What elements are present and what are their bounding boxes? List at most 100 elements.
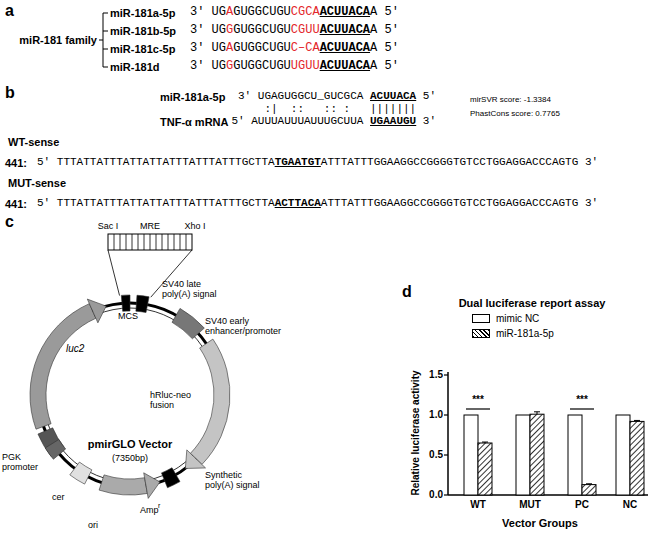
sequence: 3' [190,24,204,38]
ampr-gene [99,475,147,495]
sequence: TGAATGT [275,156,321,169]
mre-stripe [126,234,127,250]
sequence: ACUUACA [320,60,370,74]
bar-mir181a [478,443,492,495]
mre-stripe [180,234,181,250]
tick-label: 1.5 [429,369,443,381]
sequence: ACUUACA [320,24,370,38]
axis-tick [444,454,448,455]
axis-title: Relative luciferase activity [410,370,422,495]
sequence: G [226,60,233,74]
sequence: CGCA [291,6,320,20]
sequence: ACUUACA [320,42,370,56]
superscript: r [158,502,160,510]
sequence: 3' [190,42,204,56]
tick-label: 0.0 [429,489,443,501]
sequence: 3' [585,197,598,210]
axis-title: Vector Groups [502,517,578,530]
mre-stripe [186,234,187,250]
gene-label: luc2 [66,343,84,355]
luc2-gene [30,304,96,430]
panel-letter: a [5,2,14,20]
feature-label: Synthetic poly(A) signal [205,470,273,491]
mre-stripe [144,234,145,250]
y-axis [447,372,449,495]
error-bar [482,442,488,444]
sequence: 3' [585,156,598,169]
sequence: UGAGUGGCU_GUCGCA [258,90,364,103]
score-note: PhastCons score: 0.7765 [470,109,560,118]
sequence: 5' [423,90,436,103]
sequence: UGUU [291,60,320,74]
sequence: TTTATTATTTATTATTATTTATTTATTTGCTTA [57,197,275,210]
score-note: mirSVR score: -1.3384 [470,95,551,104]
bar-mir181a [530,414,544,495]
sequence: GUGGCUGU [233,24,291,38]
sequence: ACUUACA [370,90,416,103]
bar-mir181a [630,421,644,495]
mre-insert [108,234,192,250]
sequence: UG [212,60,226,74]
sequence: UG [212,42,226,56]
feature-label: PGK promoter [2,452,47,473]
sequence: ACTTACA [275,197,321,210]
sequence: 3' [190,6,204,20]
sequence: A [370,24,377,38]
mirna-name: miR-181a-5p [160,91,225,104]
sequence: 3' [190,60,204,74]
mre-stripe [132,234,133,250]
bar-mimic-nc [516,415,530,495]
vector-name: pmirGLO Vector [88,438,172,451]
significance-line [466,408,490,409]
mre-stripe [156,234,157,250]
axis-tick [444,494,448,495]
mre-stripe [138,234,139,250]
sequence: GUGGCUGU [233,6,291,20]
position-number: 441: [5,198,27,211]
hrluc-gene [190,339,230,464]
sequence: A [370,60,377,74]
mirna-name: miR-181c-5p [110,43,175,56]
significance-mark: *** [576,394,588,406]
mre-stripe [174,234,175,250]
mirna-name: miR-181d [110,61,160,74]
bar-mimic-nc [616,415,630,495]
feature-label: SV40 late poly(A) signal [162,279,228,300]
mre-stripe [120,234,121,250]
position-number: 441: [5,157,27,170]
mrna-name: TNF-α mRNA [160,116,228,129]
sequence: ATTTATTTGGAAGGCCGGGGTGTCCTGGAGGACCCAGTG [321,156,578,169]
sequence: AUUUAUUUAUUUGCUUA [251,115,363,128]
site-label: MRE [140,221,160,231]
mcs-site [121,295,130,311]
sequence: 5' [37,197,50,210]
significance-line [570,408,594,409]
polya-signal [161,468,180,488]
axis-tick [444,374,448,375]
panel-letter: c [5,213,14,231]
sequence: TTTATTATTTATTATTATTTATTTATTTGCTTA [57,156,275,169]
feature-label: ori [88,520,98,530]
gene-label: hRluc-neo fusion [150,390,200,411]
tick-label: 0.5 [429,449,443,461]
family-label: miR-181 family [19,34,97,47]
legend-swatch [472,329,490,338]
bar-mimic-nc [464,415,478,495]
sequence: ACUUACA [320,6,370,20]
sequence: 5' [37,156,50,169]
gene-label: Amp [140,505,159,515]
panel-letter: d [402,283,412,301]
feature-label: SV40 early enhancer/promoter [205,316,291,337]
sequence: ATTTATTTGGAAGGCCGGGGTGTCCTGGAGGACCCAGTG [321,197,578,210]
mre-stripe [114,234,115,250]
hrluc-gene-head [185,450,205,469]
mirna-name: miR-181a-5p [110,7,175,20]
legend-swatch [472,314,490,323]
sequence: 5' [384,42,398,56]
sequence: A [226,42,233,56]
bar-mir181a [582,485,596,495]
bar-mimic-nc [568,415,582,495]
category-label: MUT [519,499,541,511]
legend-text: mimic NC [496,313,539,324]
